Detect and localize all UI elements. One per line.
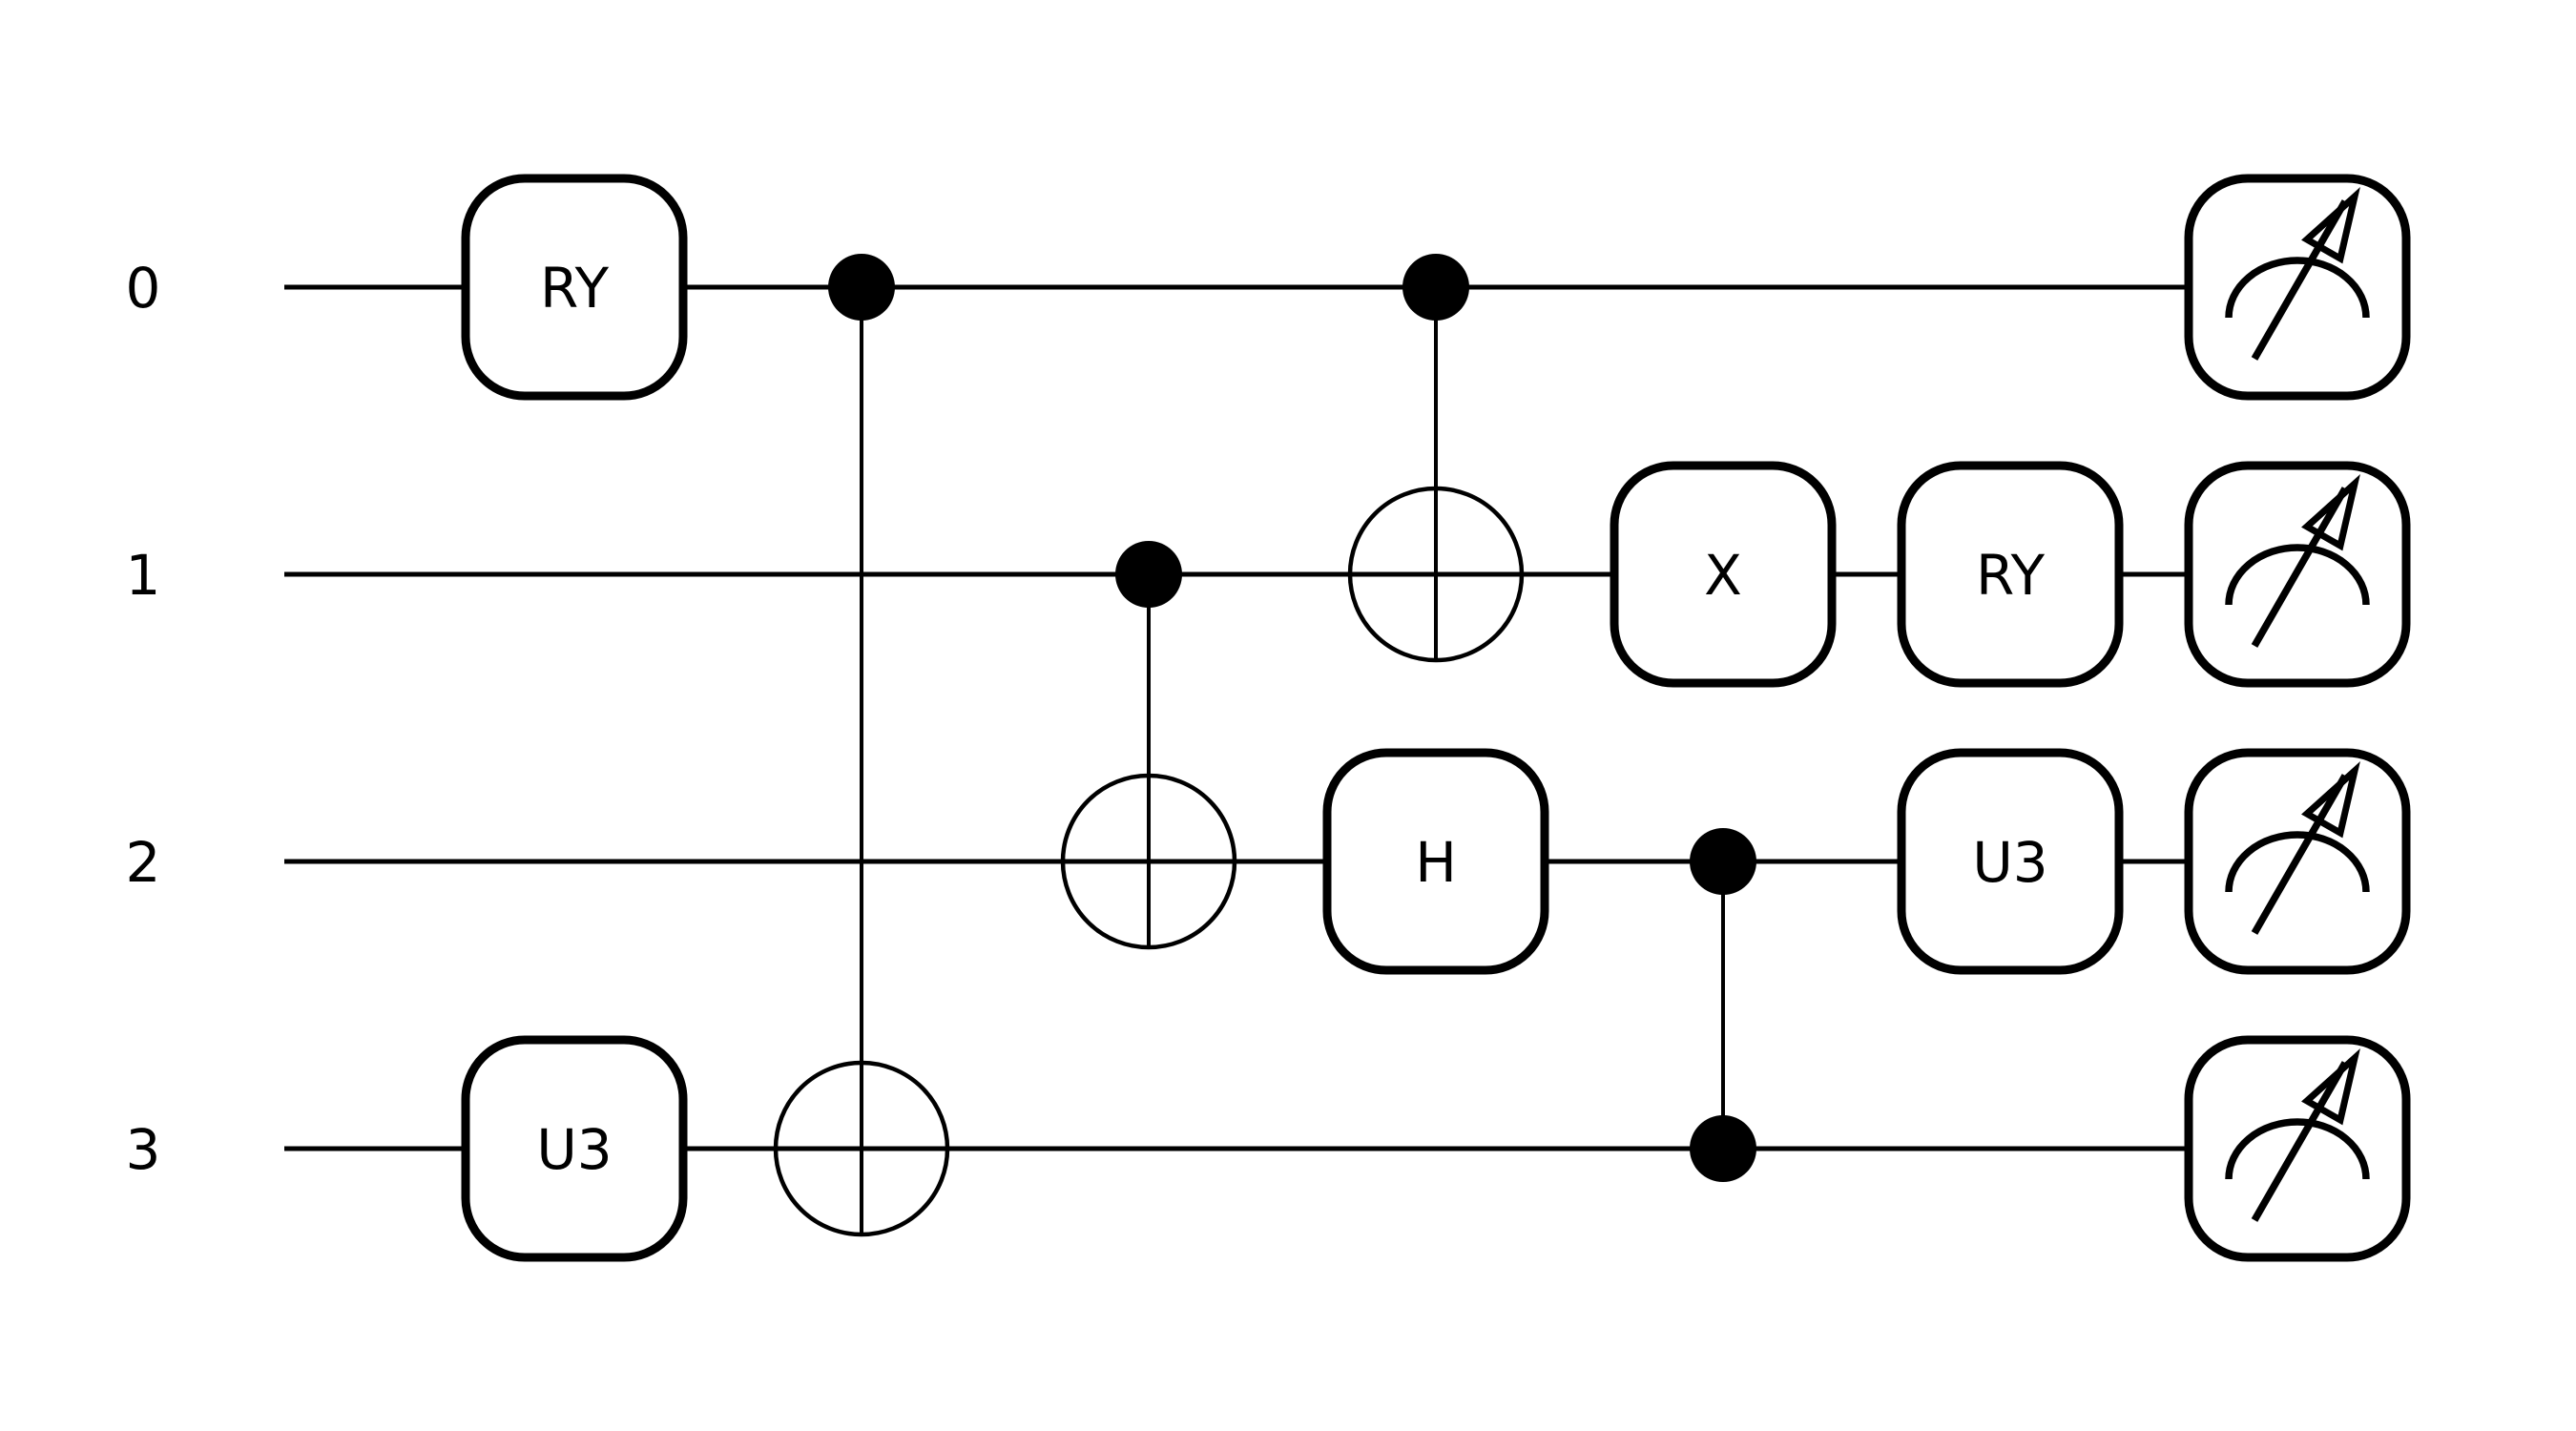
gate-box bbox=[461, 1035, 688, 1262]
h-gate: H bbox=[1322, 748, 1549, 975]
measure-gate bbox=[2184, 461, 2411, 688]
cnot-gate bbox=[1347, 254, 1525, 663]
gate-label: H bbox=[1415, 830, 1457, 895]
cz-gate bbox=[1690, 828, 1756, 1182]
target-xor bbox=[773, 1060, 950, 1237]
gate-label: U3 bbox=[536, 1117, 612, 1182]
control-dot bbox=[1690, 828, 1756, 895]
connector-layer bbox=[860, 287, 1725, 1234]
gate-box bbox=[1610, 461, 1837, 688]
gate-label: X bbox=[1704, 543, 1742, 608]
meter-icon bbox=[2225, 473, 2370, 648]
meter-icon bbox=[2225, 186, 2370, 361]
u3-gate: U3 bbox=[1897, 748, 2124, 975]
measure-gate bbox=[2184, 748, 2411, 975]
control-dot bbox=[828, 254, 895, 321]
control-dot bbox=[1402, 254, 1469, 321]
target-xor bbox=[1347, 486, 1525, 663]
x-gate: X bbox=[1610, 461, 1837, 688]
measure-gate bbox=[2184, 1035, 2411, 1262]
qubit-label: 3 bbox=[126, 1117, 161, 1182]
target-xor bbox=[1060, 773, 1237, 950]
gate-label: RY bbox=[1976, 543, 2046, 608]
gate-box bbox=[1897, 461, 2124, 688]
u3-gate: U3 bbox=[461, 1035, 688, 1262]
meter-icon bbox=[2225, 760, 2370, 935]
gate-label: RY bbox=[540, 256, 610, 321]
wire-label-layer: 0 1 2 3 bbox=[126, 256, 161, 1182]
gate-box bbox=[1322, 748, 1549, 975]
gate-layer: RY U3 H X RY U3 bbox=[461, 174, 2411, 1262]
control-dot bbox=[1690, 1115, 1756, 1182]
meter-icon bbox=[2225, 1047, 2370, 1222]
gate-box bbox=[1897, 748, 2124, 975]
ry-gate: RY bbox=[461, 174, 688, 401]
control-dot bbox=[1115, 541, 1182, 608]
cnot-gate bbox=[1060, 541, 1237, 950]
cnot-gate bbox=[773, 254, 950, 1237]
qubit-label: 1 bbox=[126, 543, 161, 608]
ry-gate: RY bbox=[1897, 461, 2124, 688]
qubit-label: 0 bbox=[126, 256, 161, 321]
wire-layer bbox=[284, 284, 2194, 1151]
measure-gate bbox=[2184, 174, 2411, 401]
gate-label: U3 bbox=[1972, 830, 2047, 895]
gate-box bbox=[461, 174, 688, 401]
qubit-label: 2 bbox=[126, 830, 161, 895]
